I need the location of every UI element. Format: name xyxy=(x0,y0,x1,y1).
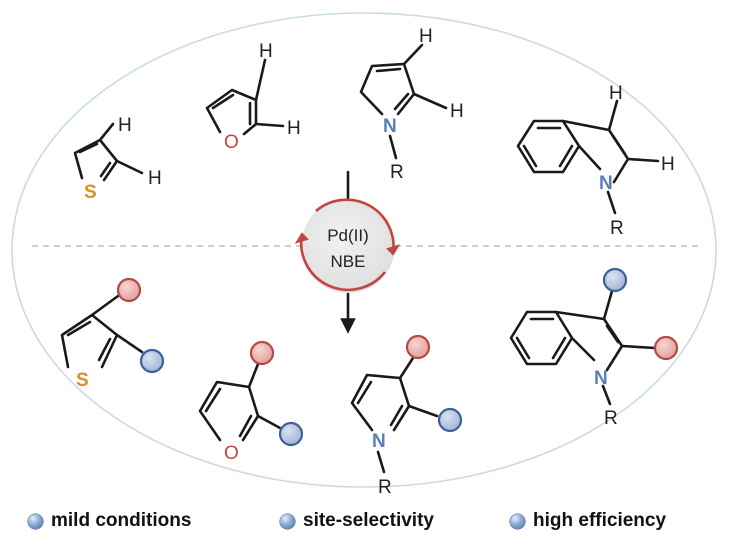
blue-group-marker xyxy=(278,421,304,447)
legend-item-site-selectivity: site-selectivity xyxy=(280,510,434,532)
catalyst-cycle: Pd(II) NBE xyxy=(294,170,401,334)
r-group: R xyxy=(390,162,404,183)
furan-substrate: O H H xyxy=(205,41,301,153)
legend-item-mild-conditions: mild conditions xyxy=(28,510,191,532)
legend-label: mild conditions xyxy=(51,510,192,531)
oxygen-atom: O xyxy=(224,132,239,153)
blue-ball-icon xyxy=(510,513,525,529)
blue-group-marker xyxy=(602,267,628,293)
indole-substrate: N H H R xyxy=(516,83,675,239)
furan-product: O xyxy=(198,340,304,464)
legend-item-high-efficiency: high efficiency xyxy=(510,510,666,532)
legend: mild conditions site-selectivity high ef… xyxy=(0,510,729,544)
hydrogen-atom: H xyxy=(450,101,464,122)
indole-product: N R xyxy=(509,267,679,429)
hydrogen-atom: H xyxy=(287,118,301,139)
red-group-marker xyxy=(249,340,275,366)
pyrrole-product: N R xyxy=(350,334,463,498)
thiophene-product: S xyxy=(60,277,165,391)
legend-label: high efficiency xyxy=(533,510,667,531)
blue-group-marker xyxy=(139,348,165,374)
nitrogen-atom: N xyxy=(372,431,386,452)
red-group-marker xyxy=(653,335,679,361)
r-group: R xyxy=(604,408,618,429)
nitrogen-atom: N xyxy=(599,173,613,194)
nitrogen-atom: N xyxy=(383,116,397,137)
blue-ball-icon xyxy=(280,513,295,529)
r-group: R xyxy=(610,218,624,239)
blue-group-marker xyxy=(437,407,463,433)
nitrogen-atom: N xyxy=(594,368,608,389)
legend-label: site-selectivity xyxy=(303,510,434,531)
hydrogen-atom: H xyxy=(148,168,162,189)
hydrogen-atom: H xyxy=(661,154,675,175)
pyrrole-substrate: N H H R xyxy=(359,26,464,183)
catalyst-metal: Pd(II) xyxy=(327,226,369,245)
hydrogen-atom: H xyxy=(609,83,623,104)
sulfur-atom: S xyxy=(84,182,97,203)
hydrogen-atom: H xyxy=(118,115,132,136)
r-group: R xyxy=(378,477,392,498)
oxygen-atom: O xyxy=(224,443,239,464)
red-group-marker xyxy=(116,277,142,303)
thiophene-substrate: S H H xyxy=(73,115,162,203)
red-group-marker xyxy=(405,334,431,360)
hydrogen-atom: H xyxy=(259,41,273,62)
hydrogen-atom: H xyxy=(419,26,433,47)
catalyst-cocatalyst: NBE xyxy=(331,252,366,271)
blue-ball-icon xyxy=(28,513,43,529)
container-ellipse xyxy=(11,12,717,488)
sulfur-atom: S xyxy=(76,370,89,391)
